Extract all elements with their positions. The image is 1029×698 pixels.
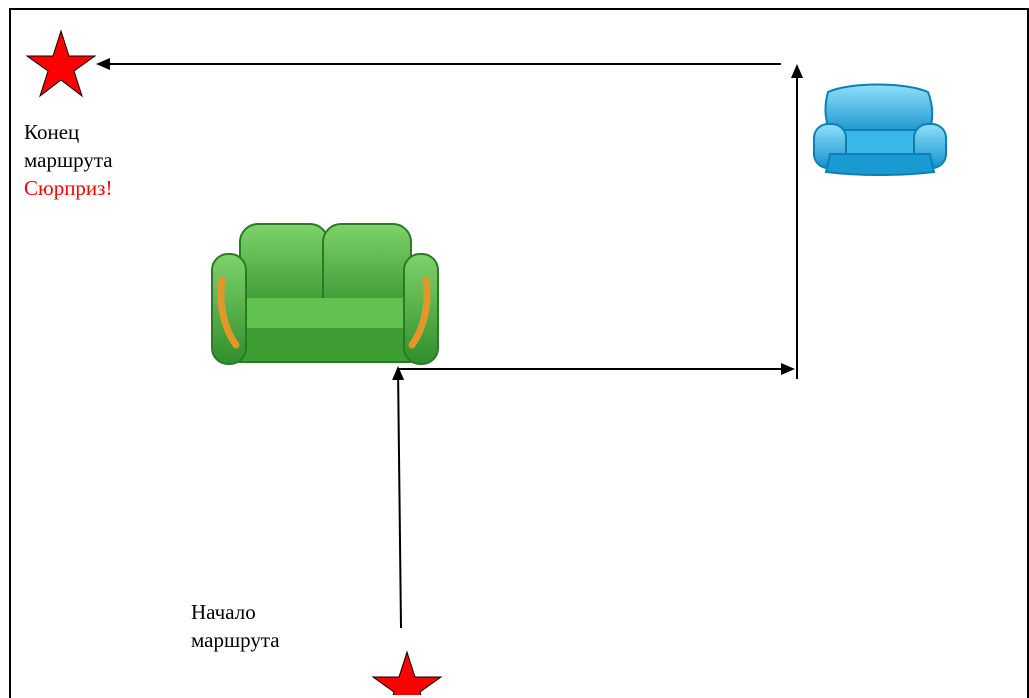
end-label: Конец маршрута Сюрприз! <box>24 118 113 202</box>
end-label-line2: маршрута <box>24 148 113 172</box>
armchair-icon <box>813 83 947 176</box>
start-label-line1: Начало <box>191 600 256 624</box>
end-star-icon <box>25 29 97 98</box>
sofa-icon <box>211 223 439 365</box>
diagram-frame <box>9 8 1029 698</box>
end-label-line1: Конец <box>24 120 80 144</box>
route-arrow-start-up <box>392 366 405 629</box>
start-label: Начало маршрута <box>191 598 280 654</box>
start-star-icon <box>371 650 443 695</box>
surprise-label: Сюрприз! <box>24 176 113 200</box>
start-label-line2: маршрута <box>191 628 280 652</box>
